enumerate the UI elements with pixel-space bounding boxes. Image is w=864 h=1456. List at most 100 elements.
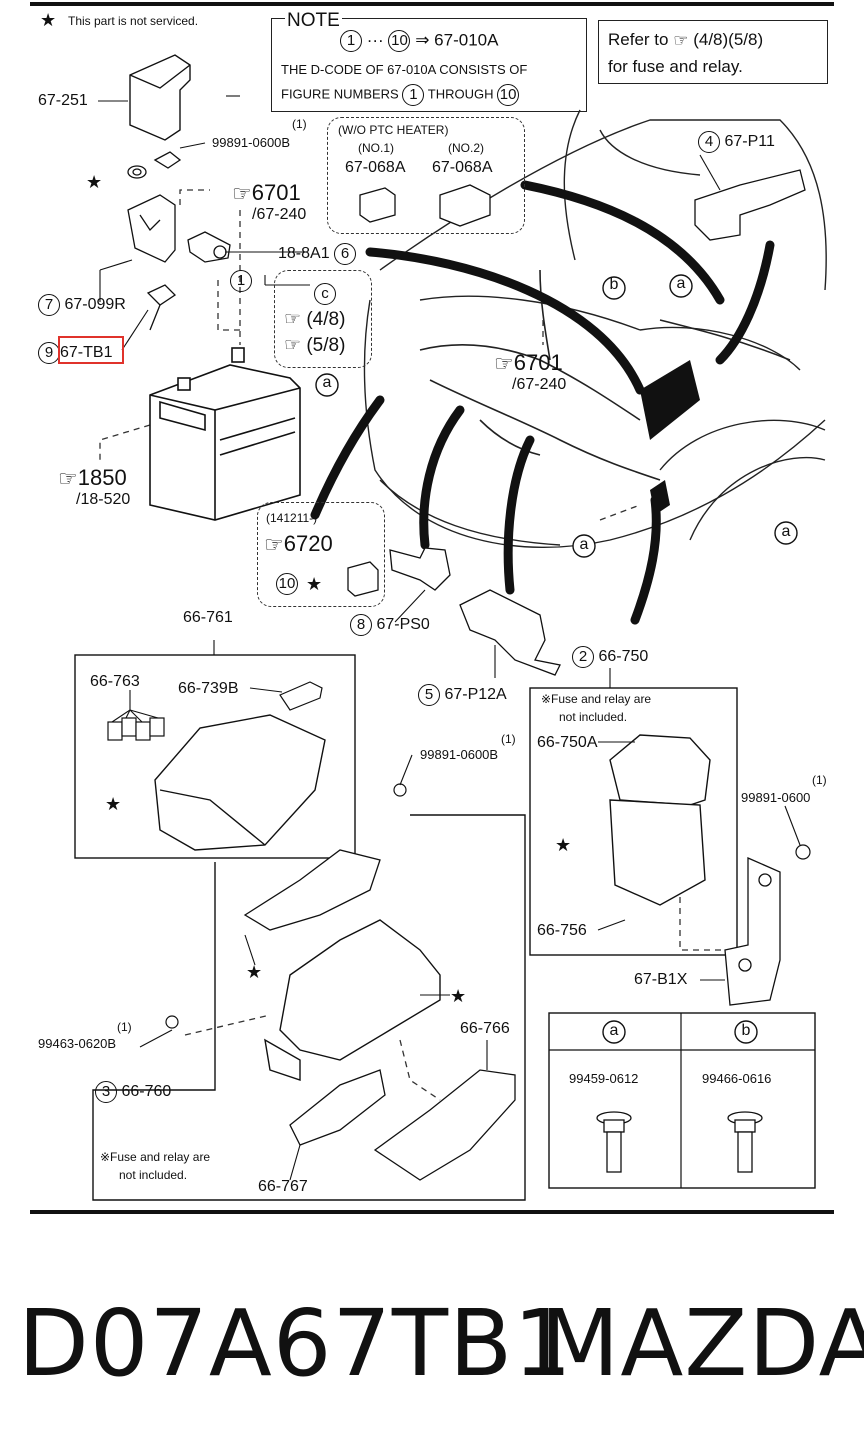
label-99891-right: 99891-0600 xyxy=(741,790,811,805)
fuse-block-dark xyxy=(640,360,700,440)
callout-1-circle: 1 xyxy=(230,270,252,292)
ptc-title: (W/O PTC HEATER) xyxy=(338,123,449,137)
callout-c-circle: c xyxy=(314,283,336,305)
label-67-PS0-text: 67-PS0 xyxy=(376,616,430,634)
box-66-750 xyxy=(529,687,738,956)
svg-text:★: ★ xyxy=(450,986,466,1007)
pointing-hand-icon: ☞ xyxy=(232,181,252,207)
callout-c: c xyxy=(314,283,336,305)
callout-a-3-text: a xyxy=(579,536,589,553)
label-66-766: 66-766 xyxy=(460,1020,510,1037)
ptc-part1: 67-068A xyxy=(345,159,406,176)
part-67-251 xyxy=(129,54,191,141)
ref-6720-num: 6720 xyxy=(283,531,333,556)
label-67-P11-text: 67-P11 xyxy=(724,133,775,151)
label-67-P12A: 5 67-P12A xyxy=(418,684,507,706)
note-circle-1: 1 xyxy=(340,30,362,52)
label-18-8A1: 18-8A1 6 xyxy=(278,243,357,265)
pointing-hand-icon: ☞ xyxy=(58,466,78,492)
svg-text:★: ★ xyxy=(105,794,121,815)
part-66-766 xyxy=(373,1069,516,1181)
refer-prefix: Refer to xyxy=(608,30,669,49)
callout-a-4: a xyxy=(775,524,797,540)
callout-1: 1 xyxy=(230,270,252,292)
ptc-no2: (NO.2) xyxy=(448,141,484,155)
refer-box xyxy=(598,20,828,84)
ref-6701-a-sub: /67-240 xyxy=(252,206,307,223)
fuse-note-2a: ※Fuse and relay are xyxy=(100,1150,211,1164)
note-line3-mid: THROUGH xyxy=(427,86,494,102)
refer-line2: for fuse and relay. xyxy=(608,57,743,76)
pointing-hand-icon: ☞ xyxy=(264,532,284,558)
label-18-8A1-text: 18-8A1 xyxy=(278,245,330,263)
label-67-PS0: 8 67-PS0 xyxy=(350,614,430,636)
star-icons: ★ ★ ★ ★ ★ ★ ★ xyxy=(40,10,571,1007)
part-67-P11 xyxy=(694,169,806,241)
ptc-part2: 67-068A xyxy=(432,159,493,176)
note-circle-10: 10 xyxy=(388,30,411,52)
callout-10: 10 xyxy=(276,573,298,595)
part-66-760-body xyxy=(264,919,441,1081)
callout-2: 2 xyxy=(572,646,594,668)
label-99463: 99463-0620B xyxy=(38,1036,117,1051)
bottom-rule xyxy=(30,1210,834,1214)
part-10-clip xyxy=(347,561,379,597)
ref-6701-a: ☞6701 xyxy=(232,182,301,205)
ref-1850-num: 1850 xyxy=(77,465,127,490)
part-66-750A xyxy=(609,734,711,906)
nut-99891-mid xyxy=(393,783,407,797)
footer: D07A67TB1 MAZDA xyxy=(0,1290,864,1410)
part-67-PS0 xyxy=(389,547,451,591)
svg-text:★: ★ xyxy=(40,10,56,31)
note-line3-circle-1: 1 xyxy=(402,84,425,106)
footer-brand: MAZDA xyxy=(540,1290,864,1397)
bolt-a-part: 99459-0612 xyxy=(569,1071,639,1086)
label-66-763: 66-763 xyxy=(90,673,140,690)
refer-line1: Refer to ☞ (4/8)(5/8) xyxy=(608,31,763,49)
callout-a-2-text: a xyxy=(322,374,332,391)
label-67-P12A-text: 67-P12A xyxy=(444,686,507,704)
callout-a-4-text: a xyxy=(781,523,791,540)
callout-5: 5 xyxy=(418,684,440,706)
ref-6701-b-sub: /67-240 xyxy=(512,376,567,393)
heavy-leaders xyxy=(310,180,775,625)
engine-bay-outline xyxy=(363,109,827,549)
label-99891-mid: 99891-0600B xyxy=(420,747,499,762)
ref-5-8: ☞ (5/8) xyxy=(284,336,345,355)
nut-99891-right xyxy=(795,844,811,860)
label-67-099R-text: 67-099R xyxy=(64,296,126,314)
label-66-750A: 66-750A xyxy=(537,734,598,751)
part-66-767 xyxy=(289,1069,386,1146)
label-66-739B: 66-739B xyxy=(178,680,239,697)
part-67-TB1 xyxy=(146,284,177,331)
ref-6701-b-num: 6701 xyxy=(513,350,563,375)
note-line3-circle-10: 10 xyxy=(497,84,520,106)
callout-6: 6 xyxy=(334,243,357,265)
qty-99891-mid: (1) xyxy=(501,732,516,746)
ref-6720: ☞6720 xyxy=(264,533,333,556)
ref-group-1 xyxy=(274,270,372,368)
callout-a-1-text: a xyxy=(676,275,686,292)
bolt-table xyxy=(548,1012,816,1189)
wire-harness xyxy=(419,269,791,481)
bolt-table-col-a: a xyxy=(609,1022,619,1039)
part-66-763-fuses xyxy=(107,717,165,741)
note-box xyxy=(271,18,587,112)
bolt-b-part: 99466-0616 xyxy=(702,1071,772,1086)
note-title: NOTE xyxy=(285,10,342,31)
callout-b-text: b xyxy=(609,276,619,293)
box-66-761 xyxy=(74,654,356,859)
highlight-67-TB1 xyxy=(58,336,124,364)
label-66-761: 66-761 xyxy=(183,609,233,626)
ptc-heater-group xyxy=(327,117,525,234)
part-66-739B xyxy=(279,681,323,711)
callout-a-1: a xyxy=(670,276,692,292)
pointing-hand-icon: ☞ xyxy=(673,31,689,51)
svg-text:★: ★ xyxy=(86,172,102,193)
label-66-750: 2 66-750 xyxy=(572,646,648,668)
bolt-table-col-b: b xyxy=(741,1022,751,1039)
label-67-B1X: 67-B1X xyxy=(634,971,688,988)
label-67-251: 67-251 xyxy=(38,92,88,109)
callout-circles xyxy=(315,274,798,1044)
label-67-TB1-text: 67-TB1 xyxy=(60,344,113,362)
